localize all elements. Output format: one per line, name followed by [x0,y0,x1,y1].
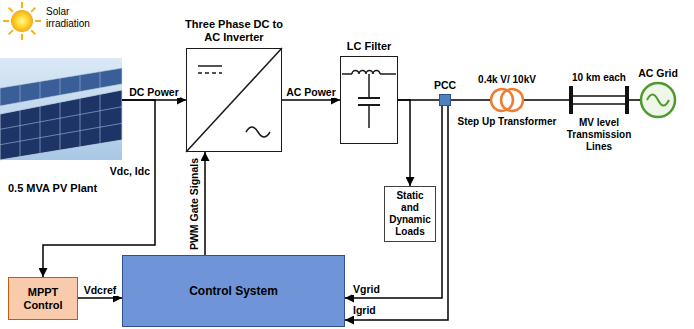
dc-symbol [198,65,222,67]
panel-cell-line [80,75,81,92]
control-label: Control System [189,284,278,298]
mppt-label: MPPT Control [12,286,74,312]
sun-ray [9,30,13,34]
inverter-diagonal [186,48,282,152]
load-box: Static and Dynamic Loads [384,186,436,242]
connector-line [398,100,410,186]
grid-circle [641,83,675,117]
panel-cell-line [40,106,41,153]
signal-label: Vdc, Idc [109,165,151,177]
transmission-line: 10 km eachMV level Transmission Lines [569,86,629,114]
signal-label: DC Power [128,86,180,98]
filter-title: LC Filter [347,40,392,53]
sun-ray [31,8,35,12]
pv-photo [0,58,122,160]
grid-sine [647,95,669,106]
sun-ray [31,30,35,34]
transmission-symbol [569,86,629,114]
connector-line [345,106,448,320]
capacitor-plate [358,97,380,99]
lc-filter-box: LC Filter [340,56,398,144]
panel-cell-line [100,94,101,143]
control-box: Control System [122,255,345,327]
sun-ray [21,2,23,8]
ac-grid: AC Grid [640,82,676,118]
line-label: MV level Transmission Lines [563,117,635,153]
panel-cell-line [20,85,21,103]
connector-line [204,152,206,255]
pcc-label: PCC [434,79,456,92]
connector-line [524,99,569,101]
transformer-symbol [491,89,523,111]
signal-label: AC Power [285,86,337,98]
panel-cell-line [60,78,61,95]
panel-cell-line [40,81,41,98]
pcc-node: PCC [439,94,451,106]
inverter-title: Three Phase DC to AC Inverter [182,18,286,44]
inductor-wire [380,73,396,75]
line-conductor [573,95,625,97]
sun-ray [3,20,9,22]
bus-bar [625,86,629,114]
signal-label: PWM Gate Signals [188,157,200,251]
connector-line [345,106,442,298]
panel-grid [0,94,122,156]
mppt-box: MPPT Control [8,277,78,320]
panel-row [0,90,122,160]
bus-bar [569,86,573,114]
panel-cell-line [0,107,122,130]
load-label: Static and Dynamic Loads [387,190,433,238]
inverter-symbol [186,48,282,152]
sun-disc [11,10,33,32]
capacitor-wire [368,74,370,98]
signal-label: Vgrid [352,283,381,295]
grid-symbol [641,83,675,117]
connector-line [451,99,490,101]
line-length: 10 km each [572,72,626,84]
connector-line [629,99,640,101]
transformer-coil [501,89,523,111]
panel-cell-line [100,72,101,88]
capacitor-wire [368,105,370,128]
sun-ray [21,34,23,40]
inverter-box: Three Phase DC to AC Inverter [186,48,282,152]
pv-plant: 0.5 MVA PV Plant [0,58,122,160]
plant-caption: 0.5 MVA PV Plant [8,182,97,195]
panel-cell-line [80,98,81,147]
panel-cell-line [0,123,122,144]
panel-cell-line [20,110,21,157]
sun-icon [3,2,41,40]
connector-line [78,297,122,299]
dc-symbol [198,72,222,74]
transformer: 0.4k V/ 10kVStep Up Transformer [490,88,524,112]
annotation-label: Solar irradiation [46,6,104,30]
signal-label: Igrid [352,304,377,316]
connector-line [282,99,340,101]
voltage-rating: 0.4k V/ 10kV [478,74,536,86]
sky [0,58,122,160]
inductor-coil [352,71,380,74]
transformer-label: Step Up Transformer [458,116,557,128]
ac-symbol [246,127,270,137]
grid-label: AC Grid [638,67,678,80]
panel-cell-line [60,102,61,150]
inductor-wire [342,73,352,75]
line-conductor [573,103,625,105]
lc-symbol [342,71,396,128]
sun-ray [9,8,13,12]
sun-ray [35,20,41,22]
signal-label: Vdcref [83,284,118,296]
